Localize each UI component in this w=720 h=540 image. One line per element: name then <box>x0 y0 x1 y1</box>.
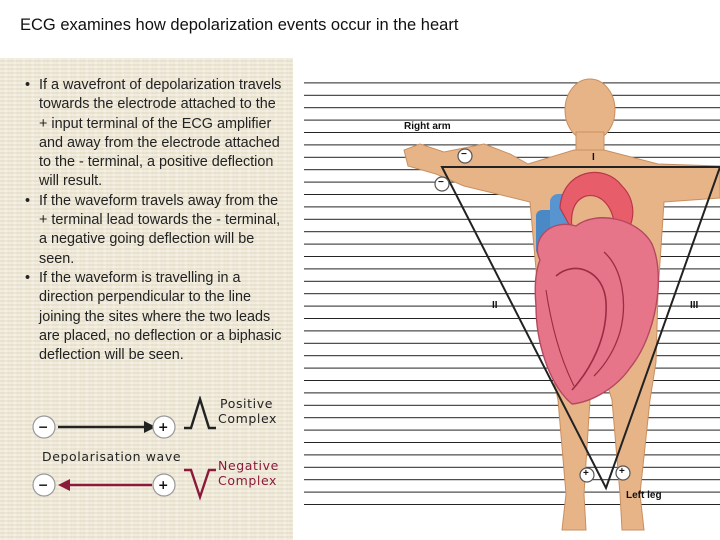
einthoven-triangle <box>440 166 720 491</box>
positive-complex-label-2: Complex <box>218 411 278 426</box>
slide-title: ECG examines how depolarization events o… <box>20 16 459 34</box>
title-bar: ECG examines how depolarization events o… <box>0 0 720 58</box>
negative-complex-label-1: Negative <box>218 458 279 473</box>
electrode-plus-left-leg-2: + <box>619 466 625 477</box>
slide-left-texture <box>0 0 293 540</box>
lead-ii-label: II <box>492 300 498 311</box>
einthoven-diagram: Right arm Left leg I II III − − + + <box>304 70 720 540</box>
electrode-minus-right-arm: − <box>461 149 467 160</box>
negative-complex-label-2: Complex <box>218 473 278 488</box>
negative-complex-waveform <box>184 468 216 501</box>
positive-complex-waveform <box>184 396 216 430</box>
heart-illustration <box>534 171 659 405</box>
diagram-graphics <box>304 78 720 540</box>
plus-sign-bottom: + <box>158 477 170 492</box>
minus-electrode-top <box>32 415 56 439</box>
minus-electrode-bottom <box>32 473 56 497</box>
minus-sign-top: − <box>38 419 50 434</box>
left-leg-label: Left leg <box>626 490 662 501</box>
positive-complex-label-1: Positive <box>220 396 273 411</box>
negative-wave-arrowhead <box>58 479 70 491</box>
depolarisation-legend: − + − + Positive Complex Depolarisation … <box>28 396 288 506</box>
bullet-marker: • <box>25 269 31 286</box>
plus-electrode-bottom <box>152 473 176 497</box>
bullet-text: If the waveform is travelling in a direc… <box>39 269 282 364</box>
legend-graphics <box>32 396 216 501</box>
minus-sign-bottom: − <box>38 477 50 492</box>
bullet-item: • If the waveform is travelling in a dire… <box>22 269 284 365</box>
plus-sign-top: + <box>158 419 170 434</box>
bullet-item: • If a wavefront of depolarization travel… <box>22 76 284 192</box>
positive-wave-arrowhead <box>144 421 156 433</box>
electrodes <box>434 148 631 483</box>
electrode-plus-left-leg: + <box>583 468 589 479</box>
lead-i-label: I <box>592 152 595 163</box>
lead-iii-label: III <box>690 300 699 311</box>
ruled-background-fade <box>304 512 720 540</box>
plus-electrode-top <box>152 415 176 439</box>
bullet-text: If a wavefront of depolarization travels… <box>39 77 282 190</box>
bullet-marker: • <box>25 77 31 93</box>
depolarisation-wave-label: Depolarisation wave <box>42 449 182 464</box>
bullet-text: If the waveform travels away from the + … <box>39 192 281 267</box>
bullet-list: • If a wavefront of depolarization travel… <box>22 76 284 365</box>
right-arm-label: Right arm <box>404 121 451 132</box>
bullet-marker: • <box>25 192 31 209</box>
electrode-minus-right-arm-2: − <box>438 177 444 188</box>
bullet-item: • If the waveform travels away from the +… <box>22 192 284 269</box>
